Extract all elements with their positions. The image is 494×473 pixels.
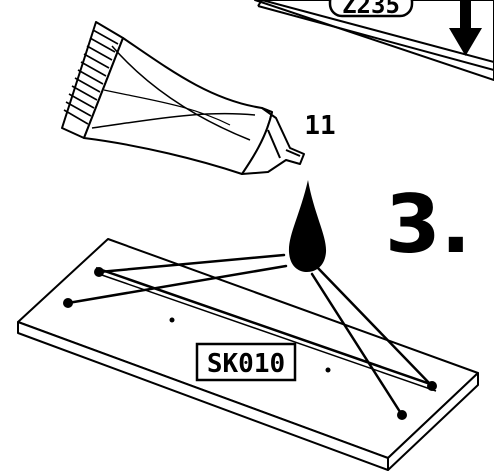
step-number: 3. (385, 178, 471, 271)
board-part-label: SK010 (195, 342, 297, 382)
top-part-label: Z235 (328, 0, 414, 19)
glue-amount-label: 11 (304, 111, 335, 141)
glue-drop-icon (288, 180, 327, 272)
pin-hole (169, 317, 175, 323)
pin-hole (325, 367, 331, 373)
board-part-label-text: SK010 (207, 349, 285, 379)
top-part-label-text: Z235 (342, 0, 400, 19)
glue-leader-lines (66, 253, 434, 417)
top-strip (254, 0, 494, 81)
glue-tube-icon (61, 21, 305, 175)
down-arrow-icon (449, 0, 482, 56)
